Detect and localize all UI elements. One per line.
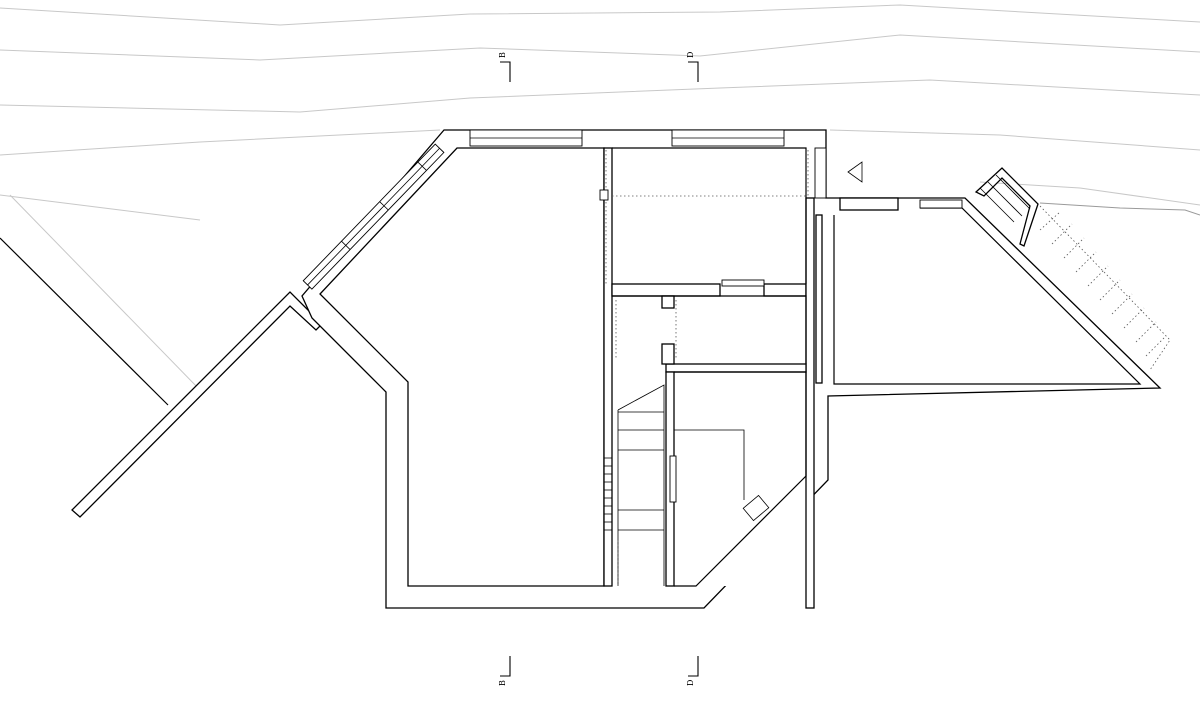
section-label-bottom-d: D <box>686 680 695 686</box>
door-frame-mid <box>721 279 765 287</box>
section-marker-top-b: B <box>498 52 511 82</box>
terrain-contours <box>0 4 1200 391</box>
partition-stub-top <box>661 295 675 309</box>
partition-mid <box>665 363 807 373</box>
partition-north-room-right <box>763 283 807 297</box>
diagonal-retaining-wall <box>71 291 323 518</box>
section-marker-top-d: D <box>686 52 699 82</box>
door-frame-north <box>599 189 609 201</box>
site-walls <box>0 237 323 518</box>
east-pier <box>815 214 823 384</box>
section-label-top-d: D <box>686 52 695 58</box>
projection-lines <box>605 150 809 586</box>
building-walls <box>301 129 1162 609</box>
door-frame-east <box>919 199 963 209</box>
section-label-bottom-b: B <box>498 680 507 686</box>
exterior-ramp-dashes <box>1039 205 1171 371</box>
section-marker-bottom-b: B <box>498 656 511 686</box>
fixture-box <box>742 494 770 522</box>
partition-stub-mid <box>661 343 675 365</box>
partition-west <box>603 147 613 587</box>
windows <box>302 129 963 503</box>
entrance-arrow-icon <box>847 161 863 183</box>
window-east <box>814 147 827 199</box>
east-bay <box>839 197 899 211</box>
section-marker-bottom-d: D <box>686 656 699 686</box>
door-frame-lower <box>669 455 677 503</box>
partition-east <box>805 197 815 609</box>
exterior-stair <box>974 167 1171 371</box>
stair-treads <box>604 457 612 531</box>
partition-north-room <box>611 283 721 297</box>
section-label-top-b: B <box>498 52 507 58</box>
